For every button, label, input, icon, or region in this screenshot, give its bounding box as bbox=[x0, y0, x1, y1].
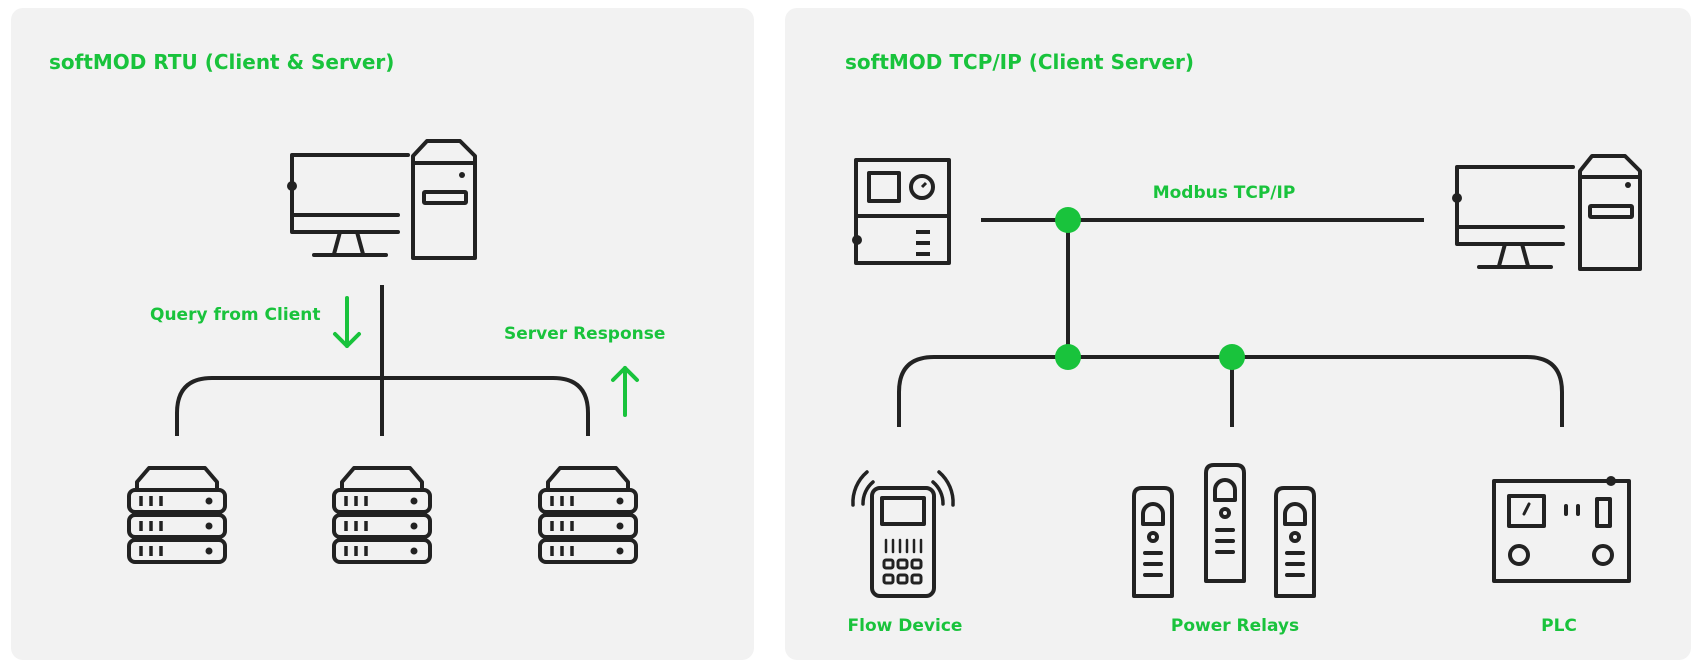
control-panel-icon bbox=[852, 158, 951, 265]
tcp-bus bbox=[897, 218, 1564, 427]
plc-icon bbox=[1492, 476, 1631, 583]
query-arrow-icon bbox=[333, 296, 361, 348]
power-relays-icon bbox=[1132, 463, 1316, 598]
response-arrow-icon bbox=[611, 366, 639, 417]
server-icon-2 bbox=[332, 466, 432, 564]
bus-junction-dots bbox=[1055, 207, 1245, 370]
remote-workstation-icon bbox=[1452, 154, 1642, 271]
server-icon-1 bbox=[127, 466, 227, 564]
client-workstation-icon bbox=[287, 139, 477, 260]
query-from-client-label: Query from Client bbox=[150, 305, 321, 325]
rtu-bus bbox=[175, 285, 590, 436]
power-relays-label: Power Relays bbox=[1170, 616, 1300, 636]
rtu-panel-title: softMOD RTU (Client & Server) bbox=[49, 50, 395, 74]
server-icon-3 bbox=[538, 466, 638, 564]
plc-label: PLC bbox=[1541, 616, 1577, 636]
flow-device-label: Flow Device bbox=[847, 616, 963, 636]
tcp-panel-title: softMOD TCP/IP (Client Server) bbox=[845, 50, 1195, 74]
flow-device-icon bbox=[851, 470, 955, 598]
server-response-label: Server Response bbox=[504, 324, 666, 344]
modbus-tcp-ip-label: Modbus TCP/IP bbox=[1152, 183, 1296, 203]
